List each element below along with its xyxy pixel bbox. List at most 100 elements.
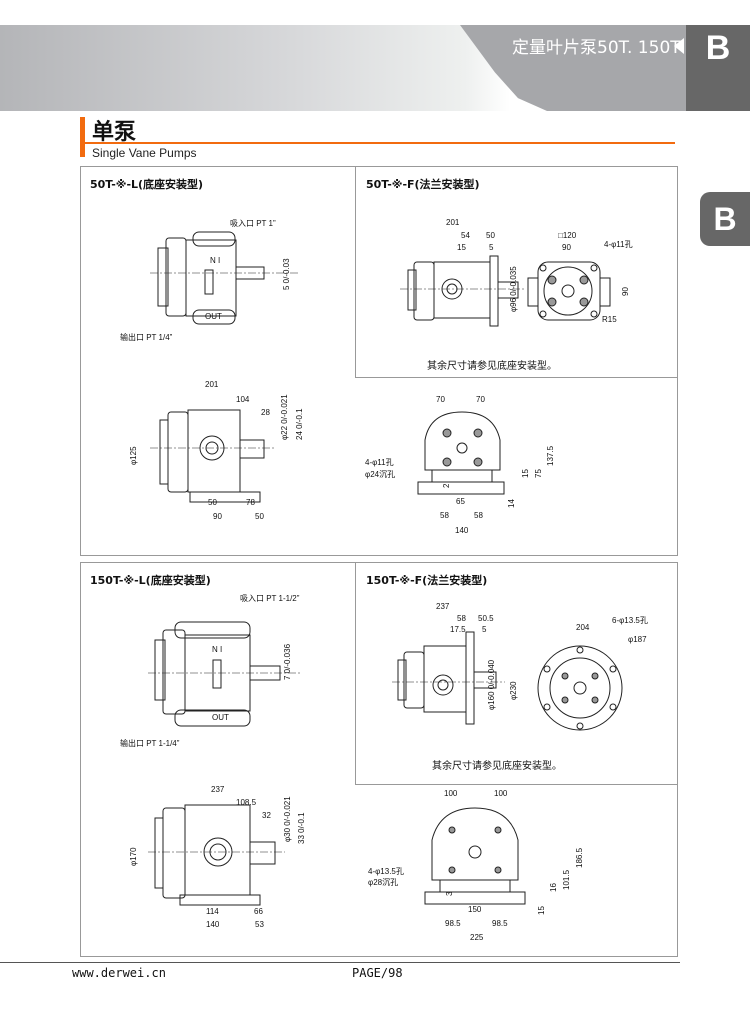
- dim: 50.5: [478, 614, 494, 623]
- dim: 101.5: [562, 869, 571, 890]
- page-title: 单泵: [92, 120, 137, 145]
- dim: 100: [444, 789, 458, 798]
- dim-counterbore: φ24沉孔: [365, 470, 396, 479]
- dim: 150: [468, 905, 482, 914]
- side-tab-b[interactable]: B: [700, 192, 750, 246]
- dim: φ230: [509, 681, 518, 700]
- drawing-50t-l-top: [150, 231, 300, 325]
- dim: 186.5: [575, 847, 584, 868]
- dim: 50: [208, 498, 217, 507]
- in-port: N I: [212, 645, 223, 654]
- dim: 104: [236, 395, 250, 404]
- dim: 204: [576, 623, 590, 632]
- dim: 50: [486, 231, 495, 240]
- dim: 225: [470, 933, 484, 942]
- inlet-label: 吸入口 PT 1-1/2”: [240, 594, 300, 603]
- page-number: PAGE/98: [352, 966, 403, 980]
- dim: 53: [255, 920, 264, 929]
- key-dim: 7 0/-0.036: [283, 643, 292, 680]
- dim: 16: [549, 883, 558, 892]
- dim: 201: [205, 380, 219, 389]
- dim-shaft: φ30 0/-0.021: [283, 796, 292, 842]
- dim: 14: [507, 499, 516, 508]
- dim: 50: [255, 512, 264, 521]
- drawing-50t-l-front: [417, 411, 505, 495]
- dim-shaft: φ96 0/-0.035: [509, 266, 518, 312]
- drawing-50t-f-front: [527, 261, 611, 321]
- panel-50t-f: [355, 166, 678, 378]
- dim: 237: [211, 785, 225, 794]
- dim: 201: [446, 218, 460, 227]
- dim: 58: [474, 511, 483, 520]
- dim: φ125: [129, 446, 138, 465]
- dim: 98.5: [445, 919, 461, 928]
- page-subtitle: Single Vane Pumps: [92, 146, 197, 160]
- heading-50t-f: 50T-※-F(法兰安装型): [366, 178, 480, 191]
- dim: 5: [482, 625, 487, 634]
- dim: 140: [206, 920, 220, 929]
- dim: 17.5: [450, 625, 466, 634]
- drawing-150t-l-front: [424, 807, 526, 905]
- dim: 32: [262, 811, 271, 820]
- out-port: OUT: [205, 312, 222, 321]
- dim: 58: [440, 511, 449, 520]
- outlet-label: 输出口 PT 1/4”: [120, 333, 173, 342]
- dim: 70: [476, 395, 485, 404]
- drawing-150t-l-top: [148, 621, 300, 727]
- dim: 237: [436, 602, 450, 611]
- dim: 2: [442, 483, 451, 488]
- dim: 108.5: [236, 798, 257, 807]
- dim-holes: 4-φ13.5孔: [368, 867, 404, 876]
- drawing-150t-f-front: [537, 645, 623, 731]
- dim: 140: [455, 526, 469, 535]
- dim: 90: [213, 512, 222, 521]
- title-underline: [85, 142, 675, 144]
- dim-shaft: φ160 0/-0.040: [487, 659, 496, 710]
- footer-url[interactable]: www.derwei.cn: [72, 966, 166, 980]
- out-port: OUT: [212, 713, 229, 722]
- dim: φ170: [129, 847, 138, 866]
- dim: 15: [521, 469, 530, 478]
- inlet-label: 吸入口 PT 1”: [230, 219, 276, 228]
- drawing-50t-l-side: [150, 409, 275, 503]
- heading-150t-l: 150T-※-L(底座安装型): [90, 574, 211, 587]
- dim: 58: [457, 614, 466, 623]
- drawing-150t-f-side: [392, 631, 505, 725]
- in-port: N I: [210, 256, 221, 265]
- dim: R15: [602, 315, 617, 324]
- dim: 114: [206, 907, 219, 916]
- note: 其余尺寸请参见底座安装型。: [432, 761, 562, 772]
- dim: 98.5: [492, 919, 508, 928]
- dim: 66: [254, 907, 263, 916]
- note: 其余尺寸请参见底座安装型。: [427, 361, 557, 372]
- panel-150t-f: [355, 562, 678, 785]
- dim: 24 0/-0.1: [295, 408, 304, 440]
- dim: φ187: [628, 635, 647, 644]
- dim: 5: [489, 243, 494, 252]
- dim-holes: 6-φ13.5孔: [612, 616, 648, 625]
- dim: 54: [461, 231, 470, 240]
- dim: 137.5: [546, 445, 555, 466]
- dim: 75: [534, 469, 543, 478]
- dim: 90: [562, 243, 571, 252]
- heading-150t-f: 150T-※-F(法兰安装型): [366, 574, 488, 587]
- dim-shaft: φ22 0/-0.021: [280, 394, 289, 440]
- dim-holes: 4-φ11孔: [604, 240, 633, 249]
- dim: □120: [558, 231, 577, 240]
- section-letter: B: [686, 25, 750, 111]
- dim: 65: [456, 497, 465, 506]
- footer-divider: [0, 962, 680, 963]
- dim-holes: 4-φ11孔: [365, 458, 394, 467]
- dim: 90: [621, 287, 630, 296]
- key-dim: 5 0/-0.03: [282, 258, 291, 290]
- arrow-icon: [674, 38, 684, 54]
- dim: 78: [246, 498, 255, 507]
- dim: 28: [261, 408, 270, 417]
- dim: 100: [494, 789, 508, 798]
- outlet-label: 输出口 PT 1-1/4”: [120, 739, 180, 748]
- drawing-150t-l-side: [148, 804, 285, 906]
- title-accent-bar: [80, 117, 85, 157]
- header-title: 定量叶片泵50T. 150T: [512, 38, 681, 58]
- drawing-50t-f-side: [400, 255, 525, 327]
- dim-counterbore: φ28沉孔: [368, 878, 399, 887]
